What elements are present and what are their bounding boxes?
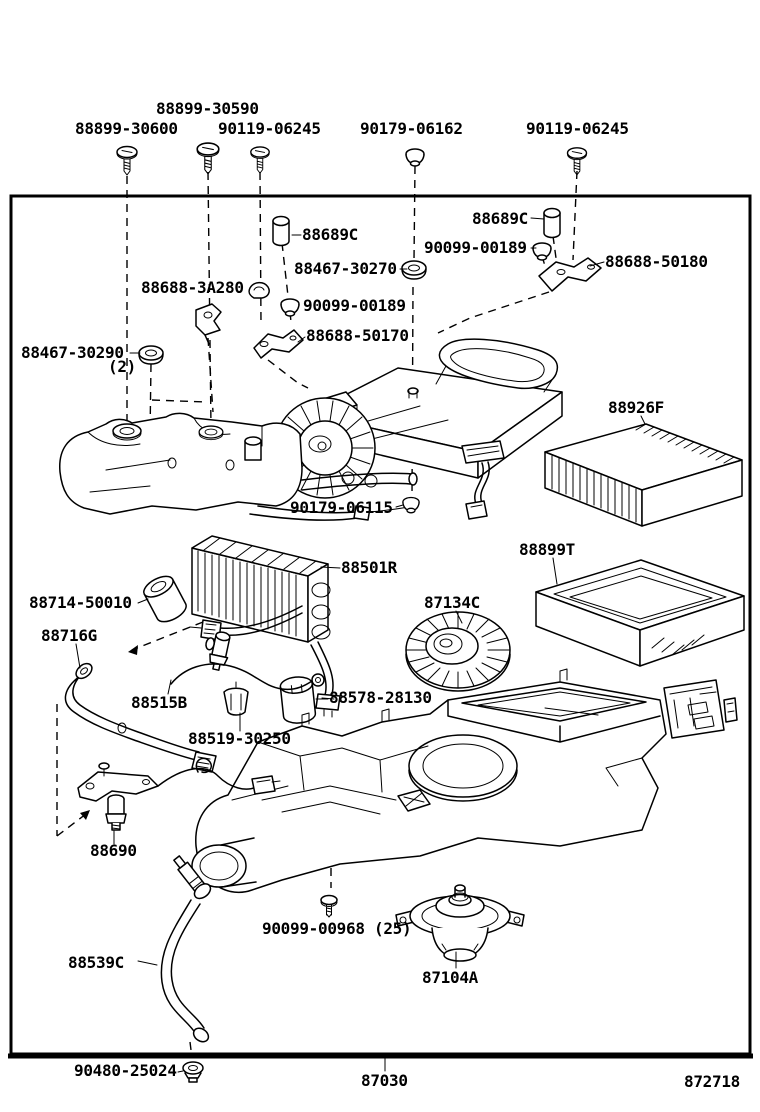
part-evaporator [189,535,341,718]
screw-88899-30600-icon [116,145,138,176]
part-wiring-harness [461,440,505,520]
part-label-87104a: 87104A [422,968,479,987]
part-label-88515b: 88515B [131,693,188,712]
part-label-88467-30270: 88467-30270 [294,259,397,278]
dashed-arrowhead [80,810,90,820]
figure-number: 87030 [361,1071,408,1090]
part-label-88688-50180: 88688-50180 [605,252,708,271]
part-thermistor-88690 [77,757,281,831]
part-label-90099-00968: 90099-00968 (25) [262,919,411,938]
dashed-arrowhead [128,645,138,655]
part-clean-air-filter [544,423,743,527]
grommet-88467-30290-icon [138,345,164,365]
sheet-number: 872718 [684,1072,740,1091]
part-label-90179-06162: 90179-06162 [360,119,463,138]
part-label-88501r: 88501R [341,558,398,577]
grommet-90480-25024-icon [182,1061,204,1083]
part-label-88899t: 88899T [519,540,575,559]
part-packing-88578 [279,676,317,724]
nut-90099-00189-right-icon [532,242,552,261]
part-label-88578-28130: 88578-28130 [329,688,432,707]
part-label-88467-30290-qty: (2) [108,357,136,376]
part-label-88899-30600: 88899-30600 [75,119,178,138]
part-label-88467-30290: 88467-30290 [21,343,124,362]
part-label-90099-00189-right: 90099-00189 [424,238,527,257]
part-label-90099-00189-left: 90099-00189 [303,296,406,315]
top-fasteners [116,142,588,176]
bracket-88688-50180-icon [538,257,602,292]
screw-90119-06245-right-icon [566,147,588,176]
part-label-87134c: 87134C [424,593,480,612]
screw-90099-00968-icon [320,894,338,918]
collar-88689c-left-icon [272,215,290,247]
part-liquid-pipe-88716g [64,662,217,773]
nut-90179-06162-icon [405,148,425,167]
part-blower-fan-wheel [405,611,511,692]
part-label-90480-25024: 90480-25024 [74,1061,177,1080]
nut-90099-00189-left-icon [280,298,300,317]
part-hose-88714 [143,575,187,623]
grommet-88467-30270-icon [401,260,427,280]
clamp-88688-3a280-icon [248,281,270,299]
part-label-88714-50010: 88714-50010 [29,593,132,612]
part-labels: 88899-30590 88899-30600 90119-06245 9017… [21,99,740,1091]
bracket-88688-50170-icon [253,329,304,359]
part-label-88926f: 88926F [608,398,664,417]
part-drain-hose [160,855,212,1043]
part-label-88689c-left: 88689C [302,225,358,244]
screw-90119-06245-left-icon [250,146,270,174]
part-label-88688-50170: 88688-50170 [306,326,409,345]
part-label-88688-3a280: 88688-3A280 [141,278,244,297]
part-label-88899-30590: 88899-30590 [156,99,259,118]
part-label-88689c-right: 88689C [472,209,528,228]
part-clamp-88519 [223,681,249,716]
part-blower-motor [395,884,525,962]
part-label-88690: 88690 [90,841,137,860]
nut-90179-06115-icon [402,496,420,514]
part-filter-case [535,559,745,667]
part-tube-88515b [170,631,325,691]
part-label-88716g: 88716G [41,626,97,645]
part-label-88539c: 88539C [68,953,124,972]
part-label-88519-30250: 88519-30250 [188,729,291,748]
part-lower-blower-case [191,668,667,894]
screw-88899-30590-icon [196,142,220,175]
part-heater-unit [59,397,418,521]
collar-88689c-right-icon [543,207,561,239]
bracket-3a280-body-icon [195,303,222,336]
part-label-90119-06245-left: 90119-06245 [218,119,321,138]
part-cover-plate [663,679,738,739]
leader-lines-solid [75,217,646,1073]
part-label-90119-06245-right: 90119-06245 [526,119,629,138]
part-label-90179-06115: 90179-06115 [290,498,393,517]
upper-hardware-icons [138,207,602,514]
